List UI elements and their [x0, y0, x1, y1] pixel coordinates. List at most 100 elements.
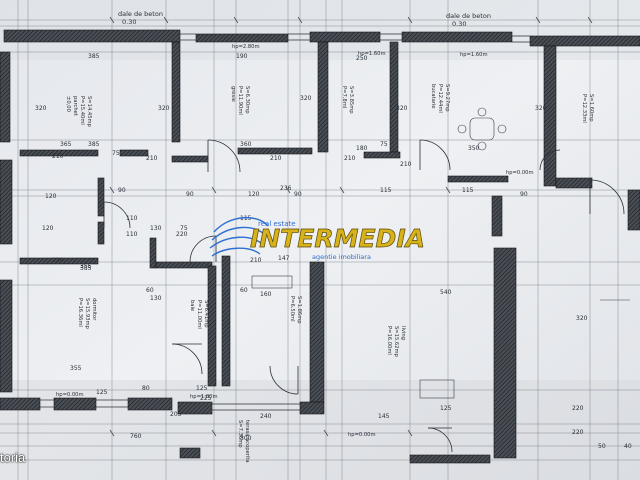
wall-v — [149, 237, 157, 269]
room-text: hp=0.00m — [348, 432, 376, 438]
room-labels: S=14.45mp P=15.40ml parchet ±0,00 hp=2.8… — [56, 44, 594, 463]
dim-label: 130 — [150, 225, 162, 232]
header-label: dale de beton — [118, 10, 163, 18]
dim-label: 205 — [170, 411, 182, 418]
wall-v — [207, 265, 217, 387]
dim-label: 240 — [260, 413, 272, 420]
room-text: parchet — [72, 96, 78, 116]
dim-label: 360 — [240, 141, 252, 148]
wall-h — [19, 257, 99, 265]
wall-v — [317, 41, 329, 153]
wall-left — [0, 279, 13, 393]
wall-h — [171, 155, 209, 163]
room-text: S=1.60mp — [588, 94, 594, 122]
room-text: P=6.50ml — [289, 296, 295, 322]
dim-label: 320 — [35, 105, 47, 112]
room-text: hp=1.60m — [358, 51, 386, 57]
dim-label: 210 — [270, 155, 282, 162]
dim-label: 220 — [52, 257, 64, 264]
wall-v — [491, 195, 503, 237]
dim-label: 90 — [294, 191, 302, 198]
dim-label: 236 — [280, 185, 292, 192]
dim-label: 40 — [624, 443, 632, 450]
dim-label: 385 — [88, 141, 100, 148]
dim-label: 540 — [440, 289, 452, 296]
dim-label: 210 — [344, 155, 356, 162]
dim-label: 220 — [572, 429, 584, 436]
dim-label: 50 — [598, 443, 606, 450]
dim-label: 210 — [400, 161, 412, 168]
room-text: hp=1.80m — [190, 394, 218, 400]
wall-h — [19, 149, 99, 157]
dim-label: 320 — [158, 105, 170, 112]
dim-label: 160 — [260, 291, 272, 298]
dim-label: 147 — [278, 255, 290, 262]
wall-left — [0, 159, 13, 245]
room-text: terasa acoperita — [244, 420, 250, 463]
dim-label: 355 — [80, 263, 92, 270]
dim-label: 125 — [96, 389, 108, 396]
fixtures — [251, 107, 630, 399]
room-text: P=12.44ml — [437, 84, 443, 113]
dim-label: 250 — [356, 55, 368, 62]
dim-label: 385 — [80, 265, 92, 272]
room-text: bucatarie — [430, 84, 436, 109]
wall-right — [627, 189, 640, 231]
room-text: dormitor — [91, 298, 97, 321]
room-text: P=11.90ml — [237, 86, 243, 115]
room-text: P=16.36ml — [77, 298, 83, 327]
wall-bottom — [299, 401, 325, 415]
wall-v — [389, 41, 399, 153]
dim-label: 75 — [112, 150, 120, 157]
dim-label: 115 — [380, 187, 392, 194]
room-text: P=12.33ml — [581, 94, 587, 123]
dim-label: 210 — [250, 257, 262, 264]
room-text: S=3.85mp — [348, 86, 354, 114]
dim-label: 320 — [300, 95, 312, 102]
watermark-tagline-bottom: agentie imobiliara — [312, 253, 371, 261]
dim-label: 220 — [572, 405, 584, 412]
wall-bottom — [0, 397, 41, 411]
wall-h — [155, 261, 213, 269]
room-text: P=16.00ml — [386, 326, 392, 355]
room-text: baie — [189, 300, 195, 311]
dim-label: 110 — [126, 215, 138, 222]
dim-label: 760 — [130, 433, 142, 440]
dim-label: 210 — [52, 153, 64, 160]
wall-top-mid2 — [309, 31, 381, 43]
room-text: living — [400, 326, 406, 340]
dim-label: 210 — [146, 155, 158, 162]
wall-v — [221, 255, 231, 387]
room-text: S=14.45mp — [86, 96, 92, 128]
watermark-tagline-top: real estate — [258, 220, 296, 228]
wall-v — [543, 45, 557, 187]
dim-label: 180 — [356, 145, 368, 152]
dim-label: 115 — [462, 187, 474, 194]
dim-label: 110 — [126, 231, 138, 238]
room-text: hp=2.80m — [232, 44, 260, 50]
room-text: P=11.00ml — [196, 300, 202, 329]
dim-label: 350 — [468, 145, 480, 152]
room-text: S=1.86mp — [296, 296, 302, 324]
wall-bottom — [179, 447, 201, 459]
room-text: gresie — [230, 86, 236, 102]
wall-bottom — [53, 397, 97, 411]
agency-watermark: real estate INTERMEDIA agentie imobiliar… — [209, 216, 425, 261]
dim-label: 80 — [142, 385, 150, 392]
dim-label: 90 — [118, 187, 126, 194]
room-text: P=15.40ml — [79, 96, 85, 125]
room-text: S=7.36mp — [237, 420, 243, 448]
wall-top-far — [529, 35, 640, 47]
dim-label: 75 — [180, 225, 188, 232]
dim-label: 90 — [520, 191, 528, 198]
room-text: S=15.93mp — [84, 298, 90, 330]
dim-label: 60 — [146, 287, 154, 294]
portal-tag: toria — [0, 450, 26, 465]
dim-label: 145 — [378, 413, 390, 420]
dim-label: 125 — [196, 385, 208, 392]
dim-label: 120 — [248, 191, 260, 198]
dim-label: 365 — [60, 141, 72, 148]
dim-label: 300 — [240, 435, 252, 442]
room-text: hp=0.00m — [56, 392, 84, 398]
